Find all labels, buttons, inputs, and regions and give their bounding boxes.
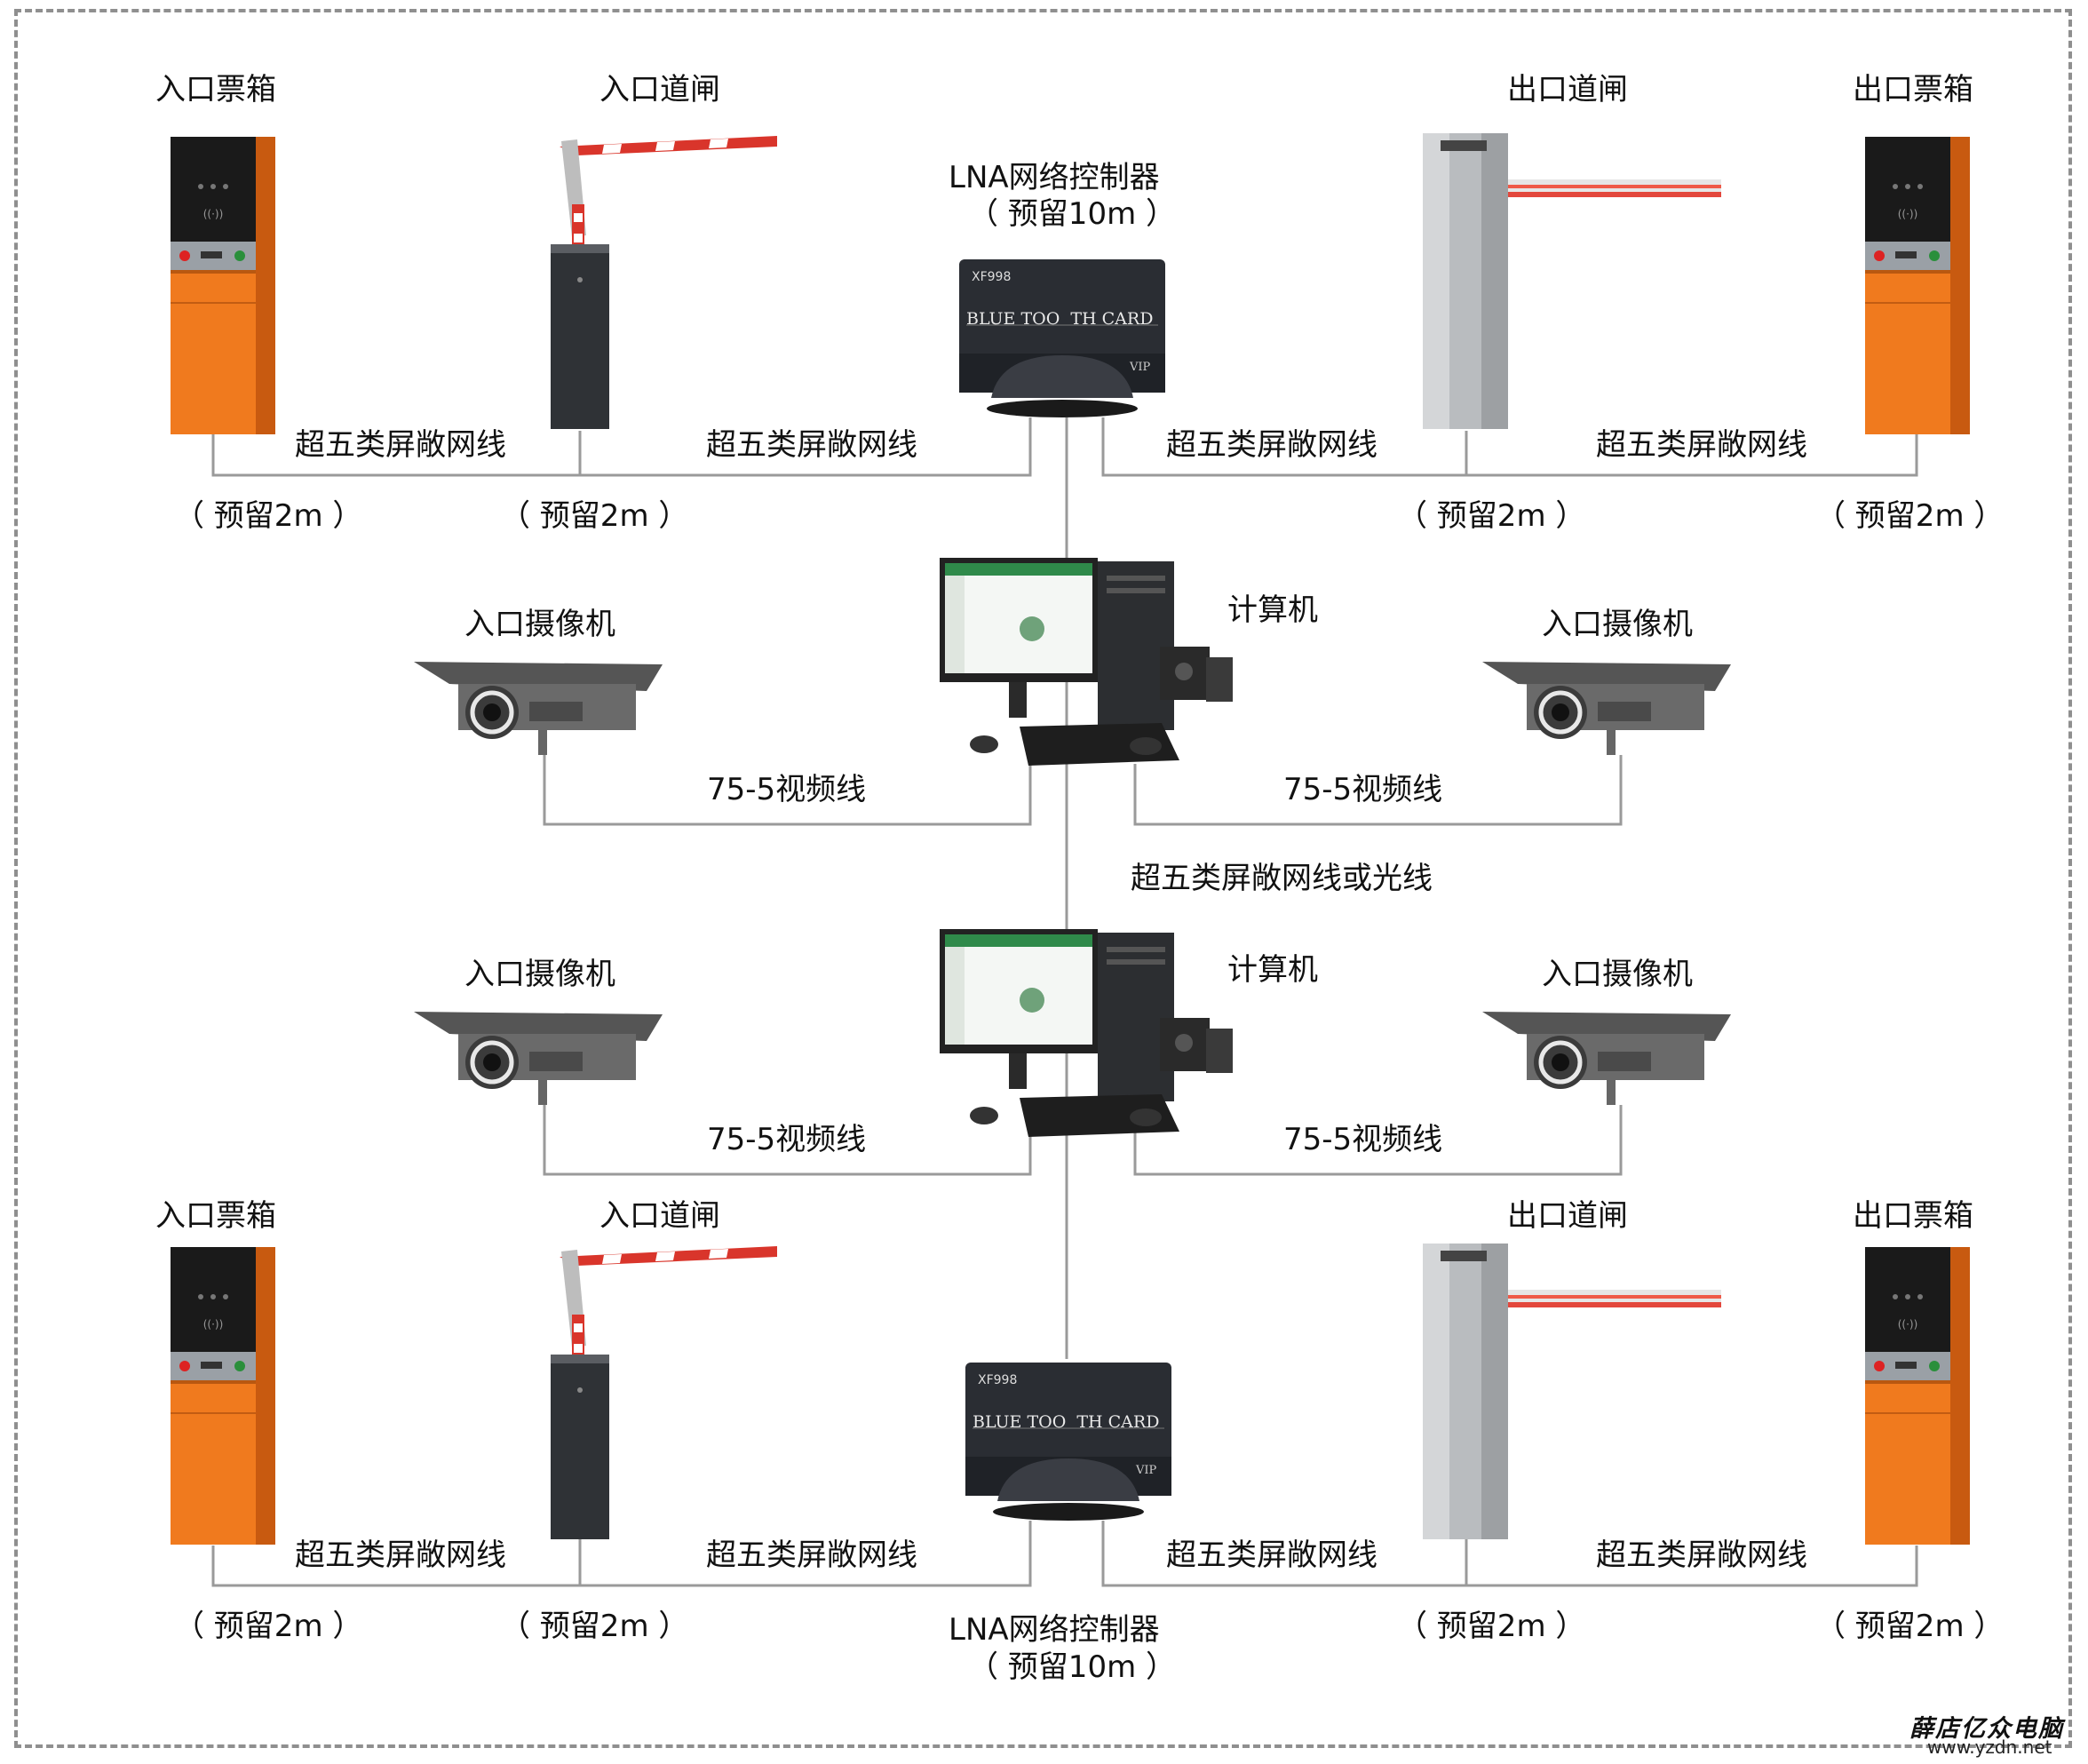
label-reserve: （ 预留2m ） [1815,498,2005,534]
label-entry-gate: 入口道闸 [599,1198,720,1234]
svg-text:((·)): ((·)) [1898,1318,1918,1331]
svg-text:((·)): ((·)) [203,1318,224,1331]
wire-lower-cam-left [543,1105,1032,1176]
label-entry-camera: 入口摄像机 [1542,607,1693,642]
label-cable: 超五类屏敞网线 [1166,427,1377,463]
controller-model: XF998 [972,270,1012,284]
dashed-frame [14,9,2072,1748]
label-computer: 计算机 [1227,592,1318,628]
label-video-cable: 75-5视频线 [707,772,867,807]
wire-upper-cam-left [543,755,1032,826]
wire-lower-cam-right [1133,1105,1623,1176]
label-cable: 超五类屏敞网线 [295,427,506,463]
camera-icon [1482,1012,1731,1105]
label-exit-gate: 出口道闸 [1507,1198,1628,1234]
label-cable: 超五类屏敞网线 [706,427,917,463]
wire-upper-cam-right [1133,755,1623,826]
label-controller-reserve: （ 预留10m ） [968,1649,1176,1685]
label-cable: 超五类屏敞网线 [1166,1538,1377,1573]
wire-top-left [211,417,1032,477]
label-exit-ticket-box: 出口票箱 [1853,1198,1973,1234]
label-reserve: （ 预留2m ） [1815,1609,2005,1644]
label-entry-ticket-box: 入口票箱 [155,1198,276,1234]
watermark-name: 薛店亿众电脑 [1909,1715,2064,1743]
wire-bottom-right [1101,1521,1918,1587]
svg-text:((·)): ((·)) [203,208,224,220]
controller-vip: VIP [1130,361,1151,374]
svg-text:((·)): ((·)) [1898,208,1918,220]
ticket-box-icon: ((·)) [171,137,275,434]
label-video-cable: 75-5视频线 [707,1122,867,1157]
camera-icon [414,662,663,755]
label-entry-camera: 入口摄像机 [464,957,615,992]
camera-icon [414,1012,663,1105]
barrier-gate-icon [551,136,777,429]
controller-brand: BLUE TOO TH CARD [966,309,1154,329]
label-reserve: （ 预留2m ） [174,1609,363,1644]
computer-icon [940,929,1233,1137]
ticket-box-icon: ((·)) [171,1247,275,1545]
label-entry-camera: 入口摄像机 [1542,957,1693,992]
wire-top-right [1101,417,1918,477]
label-reserve: （ 预留2m ） [500,498,689,534]
camera-icon [1482,662,1731,755]
exit-barrier-gate-icon [1423,1244,1721,1539]
watermark-url: www.yzdn.net [1927,1736,2052,1758]
label-entry-camera: 入口摄像机 [464,607,615,642]
barrier-gate-icon [551,1246,777,1539]
label-computer: 计算机 [1227,952,1318,988]
controller-brand: BLUE TOO TH CARD [973,1412,1160,1432]
label-controller: LNA网络控制器 [949,160,1160,195]
label-cable: 超五类屏敞网线 [1596,427,1807,463]
label-backbone-cable: 超五类屏敞网线或光线 [1131,861,1433,896]
label-video-cable: 75-5视频线 [1283,772,1443,807]
label-reserve: （ 预留2m ） [1397,1609,1586,1644]
controller-vip: VIP [1136,1464,1157,1477]
network-controller-icon: XF998 BLUE TOO TH CARD VIP [962,1359,1175,1523]
label-exit-gate: 出口道闸 [1507,72,1628,107]
label-entry-gate: 入口道闸 [599,72,720,107]
label-reserve: （ 预留2m ） [174,498,363,534]
computer-icon [940,558,1233,766]
controller-model: XF998 [978,1373,1018,1387]
label-cable: 超五类屏敞网线 [295,1538,506,1573]
label-controller-reserve: （ 预留10m ） [968,196,1176,232]
label-cable: 超五类屏敞网线 [1596,1538,1807,1573]
label-controller: LNA网络控制器 [949,1612,1160,1648]
label-entry-ticket-box: 入口票箱 [155,72,276,107]
label-reserve: （ 预留2m ） [1397,498,1586,534]
exit-barrier-gate-icon [1423,133,1721,429]
ticket-box-icon: ((·)) [1865,137,1970,434]
label-cable: 超五类屏敞网线 [706,1538,917,1573]
label-exit-ticket-box: 出口票箱 [1853,72,1973,107]
label-reserve: （ 预留2m ） [500,1609,689,1644]
wire-bottom-left [211,1521,1032,1587]
ticket-box-icon: ((·)) [1865,1247,1970,1545]
label-video-cable: 75-5视频线 [1283,1122,1443,1157]
network-controller-icon: XF998 BLUE TOO TH CARD VIP [956,256,1169,420]
